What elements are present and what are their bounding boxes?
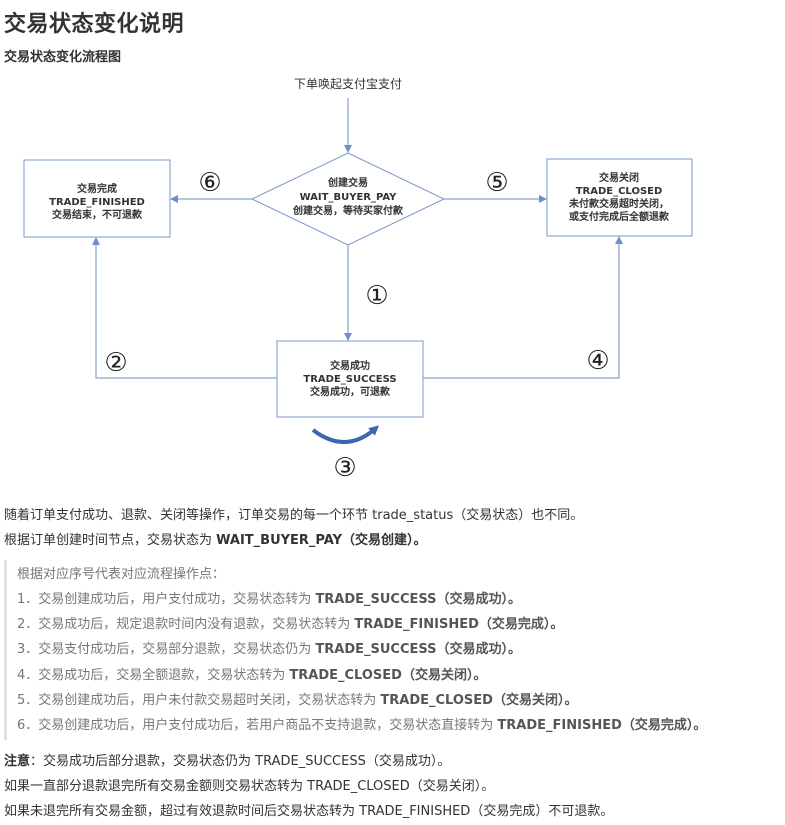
step-item-5: 5．交易创建成功后，用户未付款交易超时关闭，交易状态转为 TRADE_CLOSE… [17, 689, 577, 708]
step-status: TRADE_FINISHED（交易完成） [354, 617, 551, 632]
note-line-3: 如果未退完所有交易金额，超过有效退款时间后交易状态转为 TRADE_FINISH… [4, 804, 614, 819]
note-label: 注意 [4, 754, 31, 769]
trade-finished-desc: 交易结束，不可退款 [52, 208, 143, 221]
trade-finished-status: TRADE_FINISHED [49, 197, 145, 208]
intro-line-2-suffix: 。 [413, 533, 427, 548]
trade-closed-box [546, 158, 693, 237]
step-text: 1．交易创建成功后，用户支付成功，交易状态转为 [17, 592, 316, 607]
arrow-success-to-closed [423, 236, 623, 379]
step-end: 。 [508, 642, 522, 657]
intro-line-2-prefix: 根据订单创建时间节点，交易状态为 [4, 533, 217, 548]
start-label: 下单唤起支付宝支付 [294, 77, 402, 91]
intro-line-2: 根据订单创建时间节点，交易状态为 WAIT_BUYER_PAY（交易创建）。 [4, 529, 427, 548]
intro-status: WAIT_BUYER_PAY（交易创建） [216, 533, 414, 548]
step-text: 3．交易支付成功后，交易部分退款，交易状态仍为 [17, 642, 316, 657]
create-trade-desc: 创建交易，等待买家付款 [292, 204, 404, 217]
step-text: 2．交易成功后，规定退款时间内没有退款，交易状态转为 [17, 617, 355, 632]
steps-heading: 根据对应序号代表对应流程操作点： [17, 567, 226, 582]
note-line-1: 注意：交易成功后部分退款，交易状态仍为 TRADE_SUCCESS（交易成功）。 [4, 750, 450, 769]
marker-1: ① [365, 281, 388, 311]
steps-blockquote: 根据对应序号代表对应流程操作点： 1．交易创建成功后，用户支付成功，交易状态转为… [4, 560, 782, 740]
trade-closed-status: TRADE_CLOSED [576, 186, 663, 197]
step-text: 4．交易成功后，交易全额退款，交易状态转为 [17, 668, 290, 683]
step-end: 。 [550, 617, 564, 632]
trade-finished-title: 交易完成 [77, 182, 117, 195]
step-end: 。 [564, 693, 578, 708]
step-text: 5．交易创建成功后，用户未付款交易超时关闭，交易状态转为 [17, 693, 381, 708]
step-end: 。 [693, 718, 707, 733]
step-text: 6．交易创建成功后，用户支付成功后，若用户商品不支持退款，交易状态直接转为 [17, 718, 498, 733]
create-trade-status: WAIT_BUYER_PAY [300, 192, 398, 203]
step-end: 。 [508, 592, 522, 607]
marker-5: ⑤ [485, 168, 508, 198]
trade-success-desc: 交易成功，可退款 [310, 385, 391, 398]
diagram-subtitle: 交易状态变化流程图 [4, 50, 122, 65]
marker-4: ④ [586, 346, 609, 376]
trade-success-status: TRADE_SUCCESS [303, 374, 396, 385]
trade-status-flow-diagram: 下单唤起支付宝支付 创建交易 WAIT_BUYER_PAY 创建交易，等待买家付… [23, 77, 693, 483]
marker-3: ③ [333, 453, 356, 483]
step-item-1: 1．交易创建成功后，用户支付成功，交易状态转为 TRADE_SUCCESS（交易… [17, 588, 521, 607]
marker-6: ⑥ [198, 168, 221, 198]
step-item-4: 4．交易成功后，交易全额退款，交易状态转为 TRADE_CLOSED（交易关闭）… [17, 664, 486, 683]
trade-closed-desc-1: 未付款交易超时关闭， [568, 197, 669, 210]
step-status: TRADE_CLOSED（交易关闭） [289, 668, 474, 683]
trade-closed-desc-2: 或支付完成后全额退款 [569, 210, 670, 223]
note-line-2: 如果一直部分退款退完所有交易金额则交易状态转为 TRADE_CLOSED（交易关… [4, 779, 495, 794]
step-item-6: 6．交易创建成功后，用户支付成功后，若用户商品不支持退款，交易状态直接转为 TR… [17, 714, 706, 733]
page-title: 交易状态变化说明 [4, 12, 185, 37]
step-status: TRADE_FINISHED（交易完成） [497, 718, 694, 733]
trade-success-title: 交易成功 [330, 359, 370, 372]
create-trade-title: 创建交易 [327, 176, 368, 189]
note-line-1-text: ：交易成功后部分退款，交易状态仍为 TRADE_SUCCESS（交易成功）。 [30, 754, 451, 769]
step-item-2: 2．交易成功后，规定退款时间内没有退款，交易状态转为 TRADE_FINISHE… [17, 613, 563, 632]
trade-closed-title: 交易关闭 [599, 171, 639, 184]
step-status: TRADE_CLOSED（交易关闭） [380, 693, 565, 708]
step-end: 。 [473, 668, 487, 683]
step-status: TRADE_SUCCESS（交易成功） [315, 642, 509, 657]
arrow-success-to-finished [92, 237, 277, 379]
step-status: TRADE_SUCCESS（交易成功） [315, 592, 509, 607]
intro-line-1: 随着订单支付成功、退款、关闭等操作，订单交易的每一个环节 trade_statu… [4, 508, 584, 523]
step-item-3: 3．交易支付成功后，交易部分退款，交易状态仍为 TRADE_SUCCESS（交易… [17, 638, 521, 657]
marker-2: ② [104, 348, 127, 378]
self-loop-arrow [311, 425, 379, 444]
trade-success-box [276, 340, 424, 418]
